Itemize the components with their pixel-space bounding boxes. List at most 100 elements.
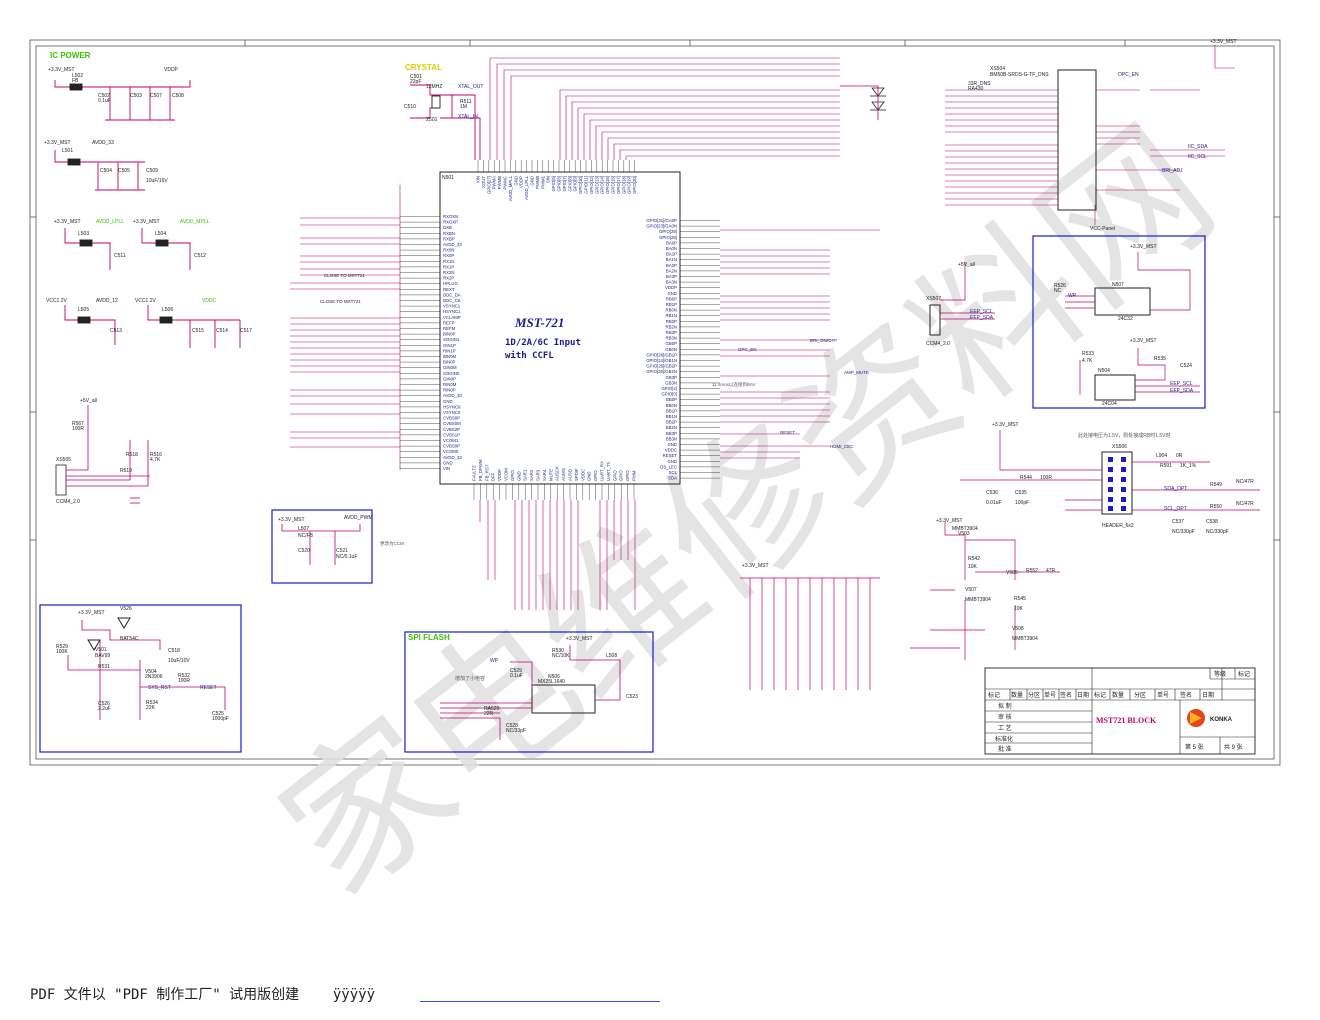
val-r529: 100K (56, 649, 68, 655)
pin-right: BB0P (666, 397, 677, 402)
chip-body (439, 171, 681, 485)
part-r533: R533 (1082, 351, 1094, 357)
avdd-pwm-block: +3.3V_MST AVDD_PWM L507 NC/FB C520 C521 … (271, 509, 373, 584)
val-v508: MMBT3904 (1012, 636, 1038, 642)
val-c521: NC/0.1uF (336, 554, 357, 560)
part-v503: V503 (958, 531, 970, 537)
part-r519: R519 (120, 468, 132, 474)
net-sda-opt: SDA_OPT (1164, 486, 1187, 492)
pin-left: GIN1P (443, 343, 456, 348)
net-amp-mute: AMP_MUTE (844, 370, 869, 375)
net-vcc12-1: VCC1.2V (46, 298, 68, 304)
part-c502: C502 (98, 93, 110, 99)
eeprom-block: +3.3V_MST N507 24C32 R526 NC WP +3.3V_MS… (1032, 235, 1206, 409)
part-l506: L506 (162, 307, 173, 313)
tb-r-appr: 批 准 (998, 745, 1012, 753)
part-r529: R529 (56, 644, 68, 650)
pin-bottom: GPIO (593, 470, 598, 481)
pin-left: AVDD_33 (443, 455, 462, 460)
val-r516: 4.7K (150, 457, 161, 463)
chip-name: MST-721 (514, 315, 564, 330)
pin-bottom: VDDP (497, 469, 502, 481)
part-r526: R526 (1054, 283, 1066, 289)
pin-right: SCL (669, 470, 678, 475)
pin-top: GPIO[10] (578, 176, 583, 194)
pin-top: GPIO[14] (600, 176, 605, 194)
xs504-block: XS504 BM50B-SRDS-G-TF_DNS RA430 33R_DNS … (945, 39, 1237, 232)
val-r545: 10K (1014, 606, 1024, 612)
pin-bottom: SAR3 (536, 469, 541, 481)
part-c501: C501 (410, 74, 422, 80)
part-l503: L503 (78, 231, 89, 237)
val-r534: 22K (146, 705, 156, 711)
pin-left: RXBP (443, 236, 455, 241)
net-reset: RESET (780, 430, 795, 435)
pin-left: GIN0M (443, 365, 457, 370)
reset-block: +3.3V_MST V526 BAT54C R529 100K V501 BAV… (39, 604, 242, 753)
pin-left: GND (443, 460, 453, 465)
pin-right: GPIO[0] (661, 392, 677, 397)
val-c535: 100pF (1015, 500, 1029, 506)
net-iic-scl: IIC_SCL (1188, 154, 1207, 160)
ann-note1: 更改为CCM (380, 540, 404, 547)
pin-bottom: GPIO (612, 470, 617, 481)
tb-r-check: 审 核 (998, 713, 1012, 721)
chip-ref: N501 (442, 175, 454, 181)
net-vcc33-spi: +3.3V_MST (566, 636, 593, 642)
chip-desc1: 1D/2A/6C Input (505, 338, 581, 348)
watermark: 家电维修资料网 (251, 96, 1244, 927)
net-vcc33-pwm: +3.3V_MST (278, 517, 305, 523)
part-r591: R591 (1160, 463, 1172, 469)
konka-logo: KONKA (1187, 709, 1233, 727)
part-r532: R532 (178, 673, 190, 679)
pin-right: RB0N (666, 308, 677, 313)
part-v501: V501 (95, 647, 107, 653)
pin-right: GND (667, 442, 677, 447)
pin-top: GPIO[7] (562, 176, 567, 192)
footer-rule (420, 1001, 660, 1002)
section-crystal: CRYSTAL (405, 63, 442, 72)
pin-left: CVBS0P (443, 416, 460, 421)
pin-left: RXOXN (443, 214, 458, 219)
chip-annotations: CLOSE TO MST721 CLOSE TO MST721 11.nmos以… (320, 273, 869, 547)
pin-right: RB2N (666, 324, 677, 329)
pin-bottom: GPIO (510, 470, 515, 481)
pin-left: AVDD_33 (443, 242, 462, 247)
ann-note3: 11.nmos以连接到BAV (712, 381, 756, 388)
net-vcc33-rst: +3.3V_MST (78, 610, 105, 616)
net-iic-sda: IIC_SDA (1188, 144, 1208, 150)
pin-top: GPIO[12] (589, 176, 594, 194)
pin-left: BIN0P (443, 332, 456, 337)
xs505-connector (55, 464, 67, 496)
net-eep-sda: EEP_SDA (1170, 388, 1194, 394)
part-c536: C536 (986, 490, 998, 496)
part-n504: N504 (1098, 368, 1110, 374)
pin-bottom: UART_TX (606, 461, 611, 481)
sheet-frame (29, 39, 1281, 766)
net-wp-eep: WP (1068, 293, 1077, 299)
part-v504: V504 (145, 669, 157, 675)
val-r33dns: 33R_DNS (968, 81, 991, 87)
pin-right: GPIO[24]/GB1N (646, 358, 677, 363)
pin-right: BB2N (666, 425, 677, 430)
net-vcc33-4: +3.3V_MST (133, 219, 160, 225)
tb-h-doc: 单号 (1044, 691, 1056, 699)
ann-note2: 增加了小电容 (455, 675, 485, 682)
val-l904: 0R (1176, 453, 1183, 459)
tb-h-sign: 签名 (1060, 691, 1072, 699)
pin-bottom: MUTE (548, 469, 553, 481)
pin-left: RXOXP (443, 220, 458, 225)
net-opc-en: OPC_EN (738, 347, 757, 352)
pin-right: BB2P (666, 420, 677, 425)
net-opc-en-2: OPC_EN (1118, 72, 1139, 78)
net-wp-spi: WP (490, 658, 499, 664)
pin-right: GB3N (665, 380, 677, 385)
crystal-block (410, 84, 481, 160)
part-c513: C513 (110, 328, 122, 334)
led-driver-block: +3.3V_MST V503 MMBT3904 R542 10K V505 R5… (740, 518, 1060, 690)
pin-right: RB2P (666, 319, 677, 324)
pin-left: HSYNC0 (443, 404, 461, 409)
pin-right: BB3P (666, 431, 677, 436)
val-r552: 47R (1046, 568, 1056, 574)
part-header: HEADER_6x2 (1102, 523, 1134, 529)
